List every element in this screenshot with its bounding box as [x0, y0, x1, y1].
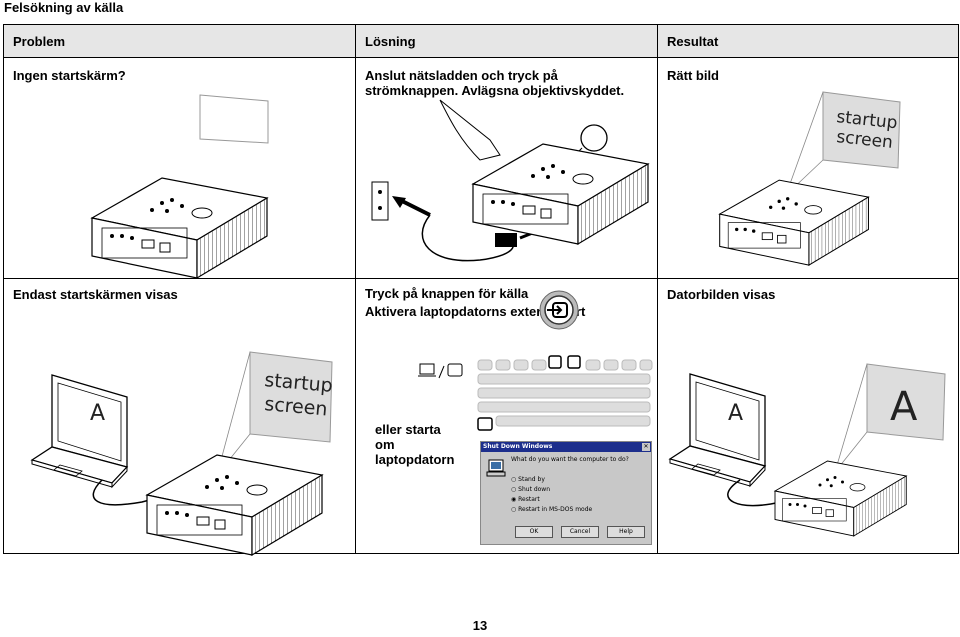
result-laptop-letter: A [728, 401, 743, 426]
dialog-question: What do you want the computer to do? [511, 456, 629, 463]
blank-screen-illustration [199, 94, 269, 144]
row2-result-text: Datorbilden visas [667, 287, 776, 302]
row1-solution-line2: strömknappen. Avlägsna objektivskyddet. [365, 83, 625, 98]
option-restart[interactable]: ◉ Restart [511, 496, 540, 503]
header-solution: Lösning [355, 24, 658, 58]
ok-button[interactable]: OK [515, 526, 553, 538]
laptop-computer-image-illustration: A A [669, 363, 946, 537]
result-screen-letter: A [890, 384, 918, 430]
row2-alt-line1: eller starta [375, 422, 441, 437]
row1-solution-line1: Anslut nätsladden och tryck på [365, 68, 558, 83]
power-cord-illustration [371, 99, 649, 262]
row2-alt-line2: om [375, 437, 395, 452]
header-problem: Problem [3, 24, 356, 58]
close-icon[interactable]: ✕ [642, 443, 650, 451]
problem-screen-line2: screen [264, 393, 329, 420]
row1-result-text: Rätt bild [667, 68, 719, 83]
option-standby-label: Stand by [518, 476, 545, 483]
table-header-row: Problem Lösning Resultat [3, 24, 959, 58]
computer-icon [486, 459, 506, 477]
option-restart-label: Restart [518, 496, 540, 503]
keyboard-illustration [418, 355, 653, 431]
option-restart-dos[interactable]: ○ Restart in MS-DOS mode [511, 506, 593, 513]
laptop-startup-illustration: A startup screen [31, 351, 334, 556]
source-button-icon[interactable] [539, 290, 579, 330]
row2-solution-line1: Tryck på knappen för källa [365, 286, 529, 301]
row2-alt-line3: laptopdatorn [375, 452, 455, 467]
option-restart-dos-label: Restart in MS-DOS mode [518, 506, 593, 513]
page-number: 13 [472, 618, 488, 633]
page-title: Felsökning av källa [4, 0, 124, 15]
projector-image [91, 177, 268, 279]
row2-problem-text: Endast startskärmen visas [13, 287, 178, 302]
laptop-letter: A [90, 401, 105, 426]
option-shutdown[interactable]: ○ Shut down [511, 486, 551, 493]
cancel-button[interactable]: Cancel [561, 526, 599, 538]
row2-solution-line2: Aktivera laptopdatorns externa port [365, 304, 586, 319]
dialog-title: Shut Down Windows [483, 443, 553, 450]
row1-problem-text: Ingen startskärm? [13, 68, 126, 83]
dialog-title-bar: Shut Down Windows ✕ [481, 442, 651, 452]
startup-screen-projection: startup screen [719, 91, 901, 266]
shutdown-dialog: Shut Down Windows ✕ What do you want the… [480, 441, 652, 545]
help-button[interactable]: Help [607, 526, 645, 538]
option-shutdown-label: Shut down [518, 486, 551, 493]
header-result: Resultat [657, 24, 959, 58]
option-standby[interactable]: ○ Stand by [511, 476, 545, 483]
